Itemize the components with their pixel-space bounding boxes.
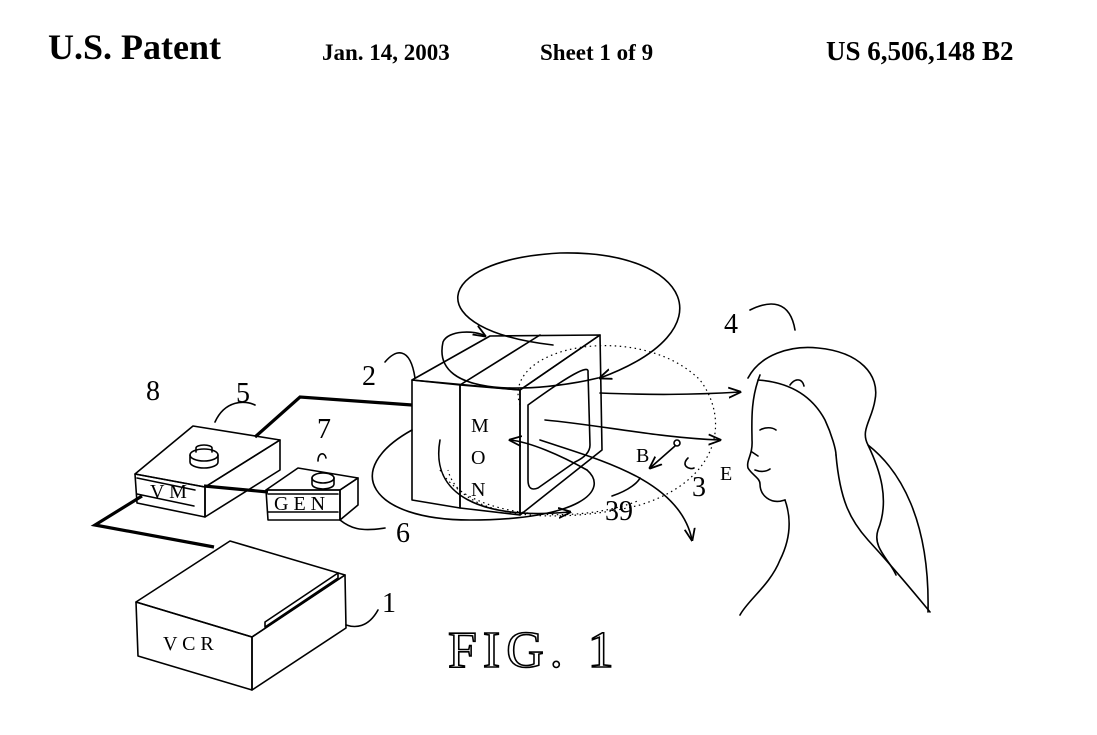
gen-knob-icon: [311, 472, 335, 490]
leader-lines: [214, 303, 796, 628]
patent-title: U.S. Patent: [48, 27, 221, 67]
ref-3: 3: [692, 472, 706, 503]
cables: [90, 395, 413, 549]
label-e: E: [720, 463, 732, 485]
vcr-label: V C R: [163, 633, 214, 655]
ref-39: 39: [605, 496, 633, 527]
patent-date: Jan. 14, 2003: [322, 40, 450, 65]
vm-box: [134, 425, 281, 518]
viewer-figure: [739, 346, 931, 616]
mon-label-n: N: [471, 479, 485, 501]
mon-label-m: M: [471, 415, 489, 437]
figure-caption: FIG. 1: [448, 622, 620, 679]
ref-6: 6: [396, 518, 410, 549]
vcr-box: [135, 540, 347, 691]
ref-8: 8: [146, 376, 160, 407]
ref-7: 7: [317, 414, 331, 445]
ref-1: 1: [382, 588, 396, 619]
monitor-box: [411, 334, 603, 516]
vm-label: V M: [150, 481, 187, 503]
sheet-number: Sheet 1 of 9: [540, 40, 654, 65]
label-b: B: [636, 445, 649, 467]
ref-2: 2: [362, 361, 376, 392]
vm-knob-icon: [189, 444, 219, 469]
probe-b: [650, 439, 695, 469]
field-lines: [371, 252, 740, 540]
ref-5: 5: [236, 378, 250, 409]
gen-label: G E N: [274, 493, 325, 515]
mon-label-o: O: [471, 447, 485, 469]
patent-number: US 6,506,148 B2: [826, 36, 1014, 66]
ref-4: 4: [724, 309, 738, 340]
